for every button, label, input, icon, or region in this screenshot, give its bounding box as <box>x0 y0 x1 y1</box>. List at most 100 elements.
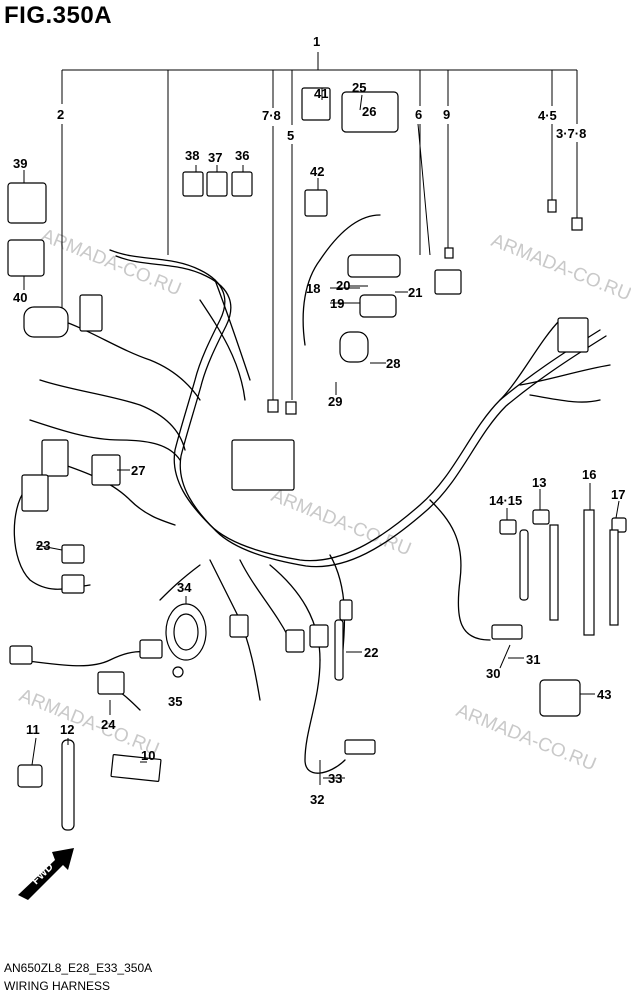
fuse-3 <box>571 217 583 231</box>
connector-block <box>79 294 103 332</box>
clamp-12 <box>61 739 75 831</box>
connector-block <box>499 519 517 535</box>
clamp-11 <box>17 764 43 788</box>
callout-4: 4·5 <box>538 108 557 123</box>
callout-38: 38 <box>185 148 199 163</box>
connector-block <box>301 87 331 121</box>
callout-13: 13 <box>532 475 546 490</box>
callout-19: 19 <box>330 296 344 311</box>
connector-block <box>21 474 49 512</box>
callout-43: 43 <box>597 687 611 702</box>
connector-block <box>61 544 85 564</box>
callout-36: 36 <box>235 148 249 163</box>
connector-block <box>206 171 228 197</box>
callout-17: 17 <box>611 487 625 502</box>
connector-block <box>182 171 204 197</box>
fuse-5 <box>285 401 297 415</box>
callout-5: 5 <box>287 128 294 143</box>
tie-17 <box>609 529 619 626</box>
clip-14-15 <box>519 529 529 601</box>
connector-block <box>344 739 376 755</box>
callout-40: 40 <box>13 290 27 305</box>
callout-34: 34 <box>177 580 192 595</box>
callout-9: 9 <box>443 107 450 122</box>
callout-21: 21 <box>408 285 422 300</box>
callout-20: 20 <box>336 278 350 293</box>
tie-16 <box>583 509 595 636</box>
connector-block <box>341 91 399 133</box>
connector-block <box>285 629 305 653</box>
watermark-3: ARMADA-CO.RU <box>268 485 414 560</box>
connector-block <box>41 439 69 477</box>
connector-block <box>7 239 45 277</box>
connector-block <box>110 754 162 782</box>
sensor-28 <box>339 331 369 363</box>
fuse-7 <box>267 399 279 413</box>
callout-41: 41 <box>314 86 328 101</box>
callout-11: 11 <box>26 722 40 737</box>
connector-block <box>91 454 121 486</box>
connector-block <box>339 599 353 621</box>
callout-25: 25 <box>352 80 366 95</box>
connector-block <box>611 517 627 533</box>
footer-name: WIRING HARNESS <box>4 979 111 993</box>
callout-23: 23 <box>36 538 50 553</box>
connector-block <box>309 624 329 648</box>
callout-14: 14·15 <box>489 493 522 508</box>
callout-32: 32 <box>310 792 324 807</box>
fuse-4 <box>547 199 557 213</box>
fuse-9 <box>444 247 454 259</box>
connector-block <box>23 306 69 338</box>
callout-37: 37 <box>208 150 222 165</box>
connectors <box>7 87 627 782</box>
connector-block <box>231 171 253 197</box>
figure-title: FIG.350A <box>4 2 113 29</box>
watermark-2: ARMADA-CO.RU <box>488 230 631 305</box>
connector-block <box>532 509 550 525</box>
callout-33: 33 <box>328 771 342 786</box>
connector-block <box>304 189 328 217</box>
callout-24: 24 <box>101 717 116 732</box>
connector-block <box>97 671 125 695</box>
footer-code: AN650ZL8_E28_E33_350A <box>4 961 153 975</box>
tie-13 <box>549 524 559 621</box>
callout-31: 31 <box>526 652 540 667</box>
callout-27: 27 <box>131 463 145 478</box>
connector-block <box>139 639 163 659</box>
callout-30: 30 <box>486 666 500 681</box>
connector-block <box>7 182 47 224</box>
fwd-arrow: FWD <box>18 848 74 900</box>
watermark-1: ARMADA-CO.RU <box>38 225 184 300</box>
bolt-35 <box>172 666 184 678</box>
callout-39: 39 <box>13 156 27 171</box>
callout-22: 22 <box>364 645 378 660</box>
connector-block <box>229 614 249 638</box>
horn-inner <box>173 613 199 651</box>
callout-42: 42 <box>310 164 324 179</box>
callout-29: 29 <box>328 394 342 409</box>
callout-6: 6 <box>415 107 422 122</box>
connector-block <box>61 574 85 594</box>
bracket-22 <box>334 619 344 681</box>
connector-block <box>557 317 589 353</box>
connector-block <box>231 439 295 491</box>
connector-block <box>359 294 397 318</box>
callout-2: 2 <box>57 107 64 122</box>
callout-28: 28 <box>386 356 400 371</box>
connector-block <box>491 624 523 640</box>
fwd-arrow-shape <box>18 848 74 900</box>
callout-18: 18 <box>306 281 320 296</box>
callout-10: 10 <box>141 748 155 763</box>
callout-26: 26 <box>362 104 376 119</box>
connector-block <box>434 269 462 295</box>
connector-block <box>539 679 581 717</box>
callout-12: 12 <box>60 722 74 737</box>
callout-35: 35 <box>168 694 182 709</box>
callout-7: 7·8 <box>262 108 281 123</box>
leaders <box>23 88 620 785</box>
main-harness <box>13 214 611 774</box>
callouts: 1 2 3·7·8 4·5 5 6 7·8 9 10 11 12 13 14·1… <box>13 34 625 807</box>
callout-1: 1 <box>313 34 320 49</box>
